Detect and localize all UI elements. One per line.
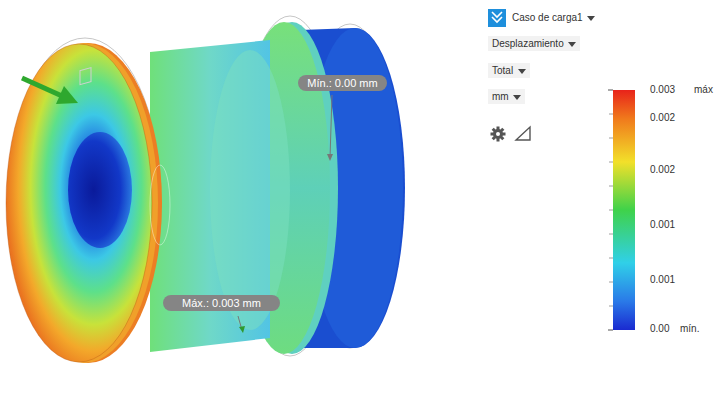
- component-dropdown: Total: [488, 63, 530, 78]
- max-callout: Máx.: 0.003 mm: [163, 295, 280, 311]
- node-text: Total: [492, 65, 513, 76]
- node-text: Caso de carga1: [512, 12, 583, 23]
- scale-value: 0.001: [650, 274, 675, 285]
- load-case-dropdown: Caso de carga1: [508, 10, 599, 25]
- min-callout: Mín.: 0.00 mm: [298, 75, 387, 91]
- scale-max-tag: máx: [694, 84, 713, 95]
- scale-value: 0.00: [650, 323, 669, 334]
- node-text: Mín.: 0.00 mm: [307, 77, 377, 89]
- node-text: Máx.: 0.003 mm: [182, 297, 261, 309]
- result-type-dropdown: Desplazamiento: [488, 36, 580, 51]
- dropdown-caret: [513, 95, 521, 101]
- scale-value: 0.003: [650, 84, 675, 95]
- dropdown-caret: [568, 42, 576, 48]
- dropdown-caret: [587, 16, 595, 22]
- unit-dropdown: mm: [488, 89, 525, 104]
- scale-min-tag: mín.: [680, 323, 699, 334]
- node-text: mm: [492, 91, 509, 102]
- node-text: Desplazamiento: [492, 38, 564, 49]
- scale-value: 0.001: [650, 219, 675, 230]
- dropdown-caret: [518, 69, 526, 75]
- scale-value: 0.002: [650, 164, 675, 175]
- scale-value: 0.002: [650, 112, 675, 123]
